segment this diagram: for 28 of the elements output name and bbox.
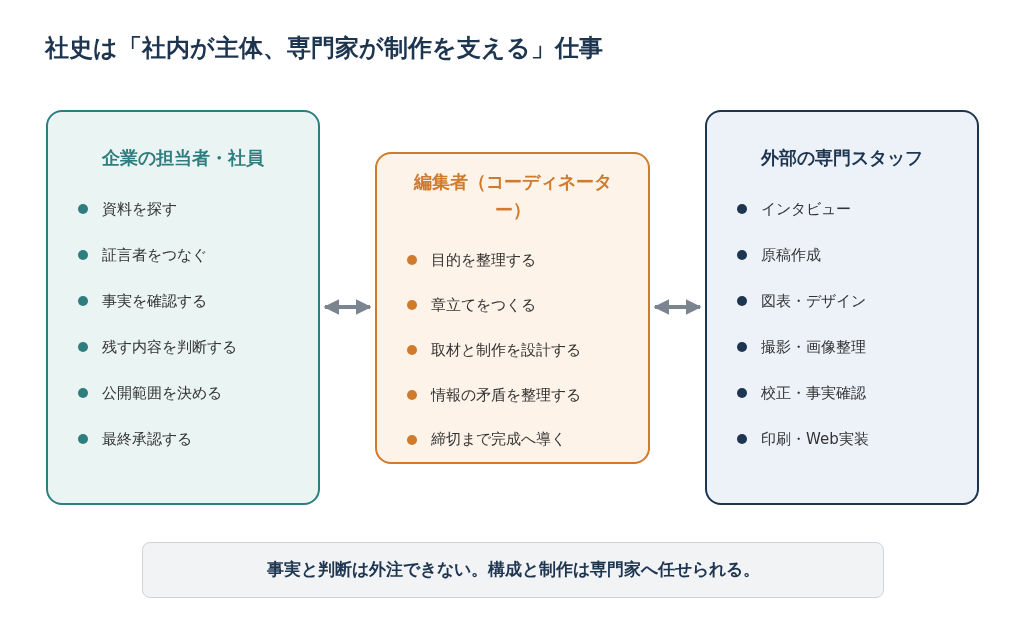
task-item: 図表・デザイン (761, 290, 866, 312)
diagram-title: 社史は「社内が主体、専門家が制作を支える」仕事 (45, 33, 603, 64)
task-item: 公開範囲を決める (102, 382, 222, 404)
panel-heading: 編集者（コーディネーター） (412, 170, 613, 222)
task-item: 校正・事実確認 (761, 382, 866, 404)
task-item: 原稿作成 (761, 244, 821, 266)
double-arrow (323, 299, 372, 315)
task-item: 証言者をつなぐ (102, 244, 207, 266)
note-text: 事実と判断は外注できない。構成と制作は専門家へ任せられる。 (266, 558, 760, 582)
role-panel (375, 152, 650, 464)
task-item: 締切まで完成へ導く (431, 429, 566, 451)
task-item: インタビュー (761, 198, 851, 220)
note-box (142, 542, 884, 598)
role-panel (705, 110, 979, 505)
double-arrow (653, 299, 702, 315)
panel-heading: 外部の専門スタッフ (760, 146, 924, 170)
panel-heading: 企業の担当者・社員 (101, 146, 265, 170)
task-item: 章立てをつくる (431, 294, 536, 316)
task-item: 撮影・画像整理 (761, 336, 866, 358)
task-item: 取材と制作を設計する (431, 339, 581, 361)
task-item: 目的を整理する (431, 250, 536, 272)
task-item: 情報の矛盾を整理する (431, 384, 581, 406)
task-item: 最終承認する (102, 428, 192, 450)
task-item: 事実を確認する (102, 290, 207, 312)
task-item: 資料を探す (102, 198, 177, 220)
task-item: 残す内容を判断する (102, 336, 237, 358)
task-item: 印刷・Web実装 (761, 428, 869, 450)
role-panel (46, 110, 320, 505)
